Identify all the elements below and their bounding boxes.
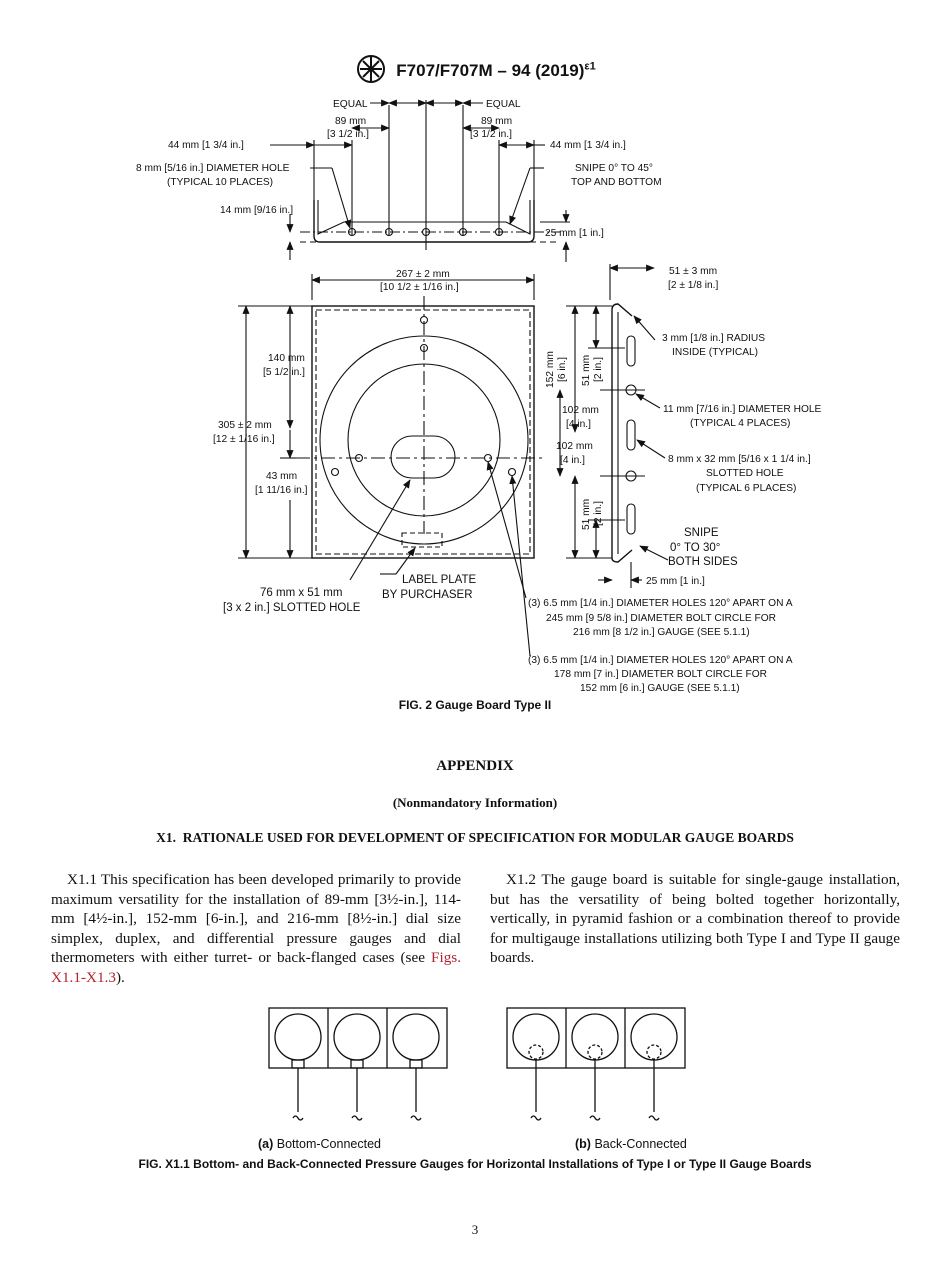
snipe45-note-a: SNIPE 0° TO 45° [575,163,653,174]
dim-140-b: [5 1/2 in.] [263,367,305,378]
dim-152-a: 152 mm [545,351,556,388]
bolt152-note-b: 178 mm [7 in.] DIAMETER BOLT CIRCLE FOR [554,669,767,680]
snipe30-note-b: 0° TO 30° [670,542,720,554]
slot76-note-b: [3 x 2 in.] SLOTTED HOLE [223,602,361,614]
standard-designation: F707/F707M – 94 (2019) [396,60,585,80]
dim-267-b: [10 1/2 ± 1/16 in.] [380,282,459,293]
dim-51-side-a: 51 ± 3 mm [669,266,717,277]
dim-43-a: 43 mm [266,471,297,482]
bolt216-note-a: (3) 6.5 mm [1/4 in.] DIAMETER HOLES 120°… [528,598,793,609]
dim-51a-b: [2 in.] [593,357,604,382]
dim-51b-a: 51 mm [581,499,592,530]
dim-43-b: [1 11/16 in.] [255,485,308,496]
dim-25-side: 25 mm [1 in.] [646,576,705,587]
slot-note-c: (TYPICAL 6 PLACES) [696,483,796,494]
page-number: 3 [471,1222,479,1237]
dim-89-right-in: [3 1/2 in.] [470,129,512,140]
label-plate-note-a: LABEL PLATE [402,574,476,586]
document-header: F707/F707M – 94 (2019)ε1 [0,54,950,89]
snipe45-note-b: TOP AND BOTTOM [571,177,662,188]
hole8-note-b: (TYPICAL 10 PLACES) [167,177,273,188]
snipe30-note-a: SNIPE [684,527,719,539]
paragraph-x1-1: X1.1 This specification has been develop… [51,871,461,986]
slot76-note-a: 76 mm x 51 mm [260,587,342,599]
dim-51-side-b: [2 ± 1/8 in.] [668,280,719,291]
dim-102a-a: 102 mm [562,405,599,416]
dim-51b-b: [2 in.] [593,501,604,526]
astm-logo-icon [354,54,388,89]
appendix-subtitle: (Nonmandatory Information) [392,795,558,810]
dim-305-b: [12 ± 1/16 in.] [213,434,275,445]
dim-267-a: 267 ± 2 mm [396,269,450,280]
fig2-caption: FIG. 2 Gauge Board Type II [398,698,552,712]
radius-note-a: 3 mm [1/8 in.] RADIUS [662,333,765,344]
bolt216-note-c: 216 mm [8 1/2 in.] GAUGE (SEE 5.1.1) [573,627,750,638]
paragraph-x1-2: X1.2 The gauge board is suitable for sin… [490,871,900,966]
label-equal-right: EQUAL [486,99,521,110]
figx1-1-caption: FIG. X1.1 Bottom- and Back-Connected Pre… [138,1157,812,1171]
label-equal-left: EQUAL [333,99,368,110]
radius-note-b: INSIDE (TYPICAL) [672,347,758,358]
dim-152-b: [6 in.] [557,357,568,382]
section-x1-heading: X1. RATIONALE USED FOR DEVELOPMENT OF SP… [156,830,794,845]
dim-44-right: 44 mm [1 3/4 in.] [550,140,626,151]
appendix-title: APPENDIX [436,758,514,774]
gauge-board-type-ii-drawing: EQUAL EQUAL 89 mm [3 1/2 in.] 89 mm [3 1… [136,99,822,694]
dim-89-left-mm: 89 mm [335,116,366,127]
epsilon-superscript: ε1 [584,60,596,73]
dim-25-top: 25 mm [1 in.] [545,228,604,239]
snipe30-note-c: BOTH SIDES [668,556,738,568]
dim-102a-b: [4 in.] [566,419,591,430]
hole8-note-a: 8 mm [5/16 in.] DIAMETER HOLE [136,163,290,174]
bolt216-note-b: 245 mm [9 5/8 in.] DIAMETER BOLT CIRCLE … [546,613,776,624]
dim-89-left-in: [3 1/2 in.] [327,129,369,140]
dim-102b-b: [4 in.] [560,455,585,466]
figure-x1-1-drawing: (a) Bottom-Connected (b) Back-Connected [258,1007,687,1151]
hole11-note-a: 11 mm [7/16 in.] DIAMETER HOLE [663,404,822,415]
dim-51a-a: 51 mm [581,355,592,386]
dim-102b-a: 102 mm [556,441,593,452]
dim-14: 14 mm [9/16 in.] [220,205,293,216]
dim-44-left: 44 mm [1 3/4 in.] [168,140,244,151]
slot-note-a: 8 mm x 32 mm [5/16 x 1 1/4 in.] [668,454,811,465]
figs-x1-link[interactable]: Figs. X1.1-X1.3 [51,949,461,986]
dim-305-a: 305 ± 2 mm [218,420,272,431]
label-b-back-connected: (b) Back-Connected [575,1137,687,1151]
hole11-note-b: (TYPICAL 4 PLACES) [690,418,790,429]
dim-140-a: 140 mm [268,353,305,364]
slot-note-b: SLOTTED HOLE [706,468,784,479]
bolt152-note-a: (3) 6.5 mm [1/4 in.] DIAMETER HOLES 120°… [528,655,793,666]
label-plate-note-b: BY PURCHASER [382,589,473,601]
label-a-bottom-connected: (a) Bottom-Connected [258,1137,381,1151]
bolt152-note-c: 152 mm [6 in.] GAUGE (SEE 5.1.1) [580,683,740,694]
dim-89-right-mm: 89 mm [481,116,512,127]
